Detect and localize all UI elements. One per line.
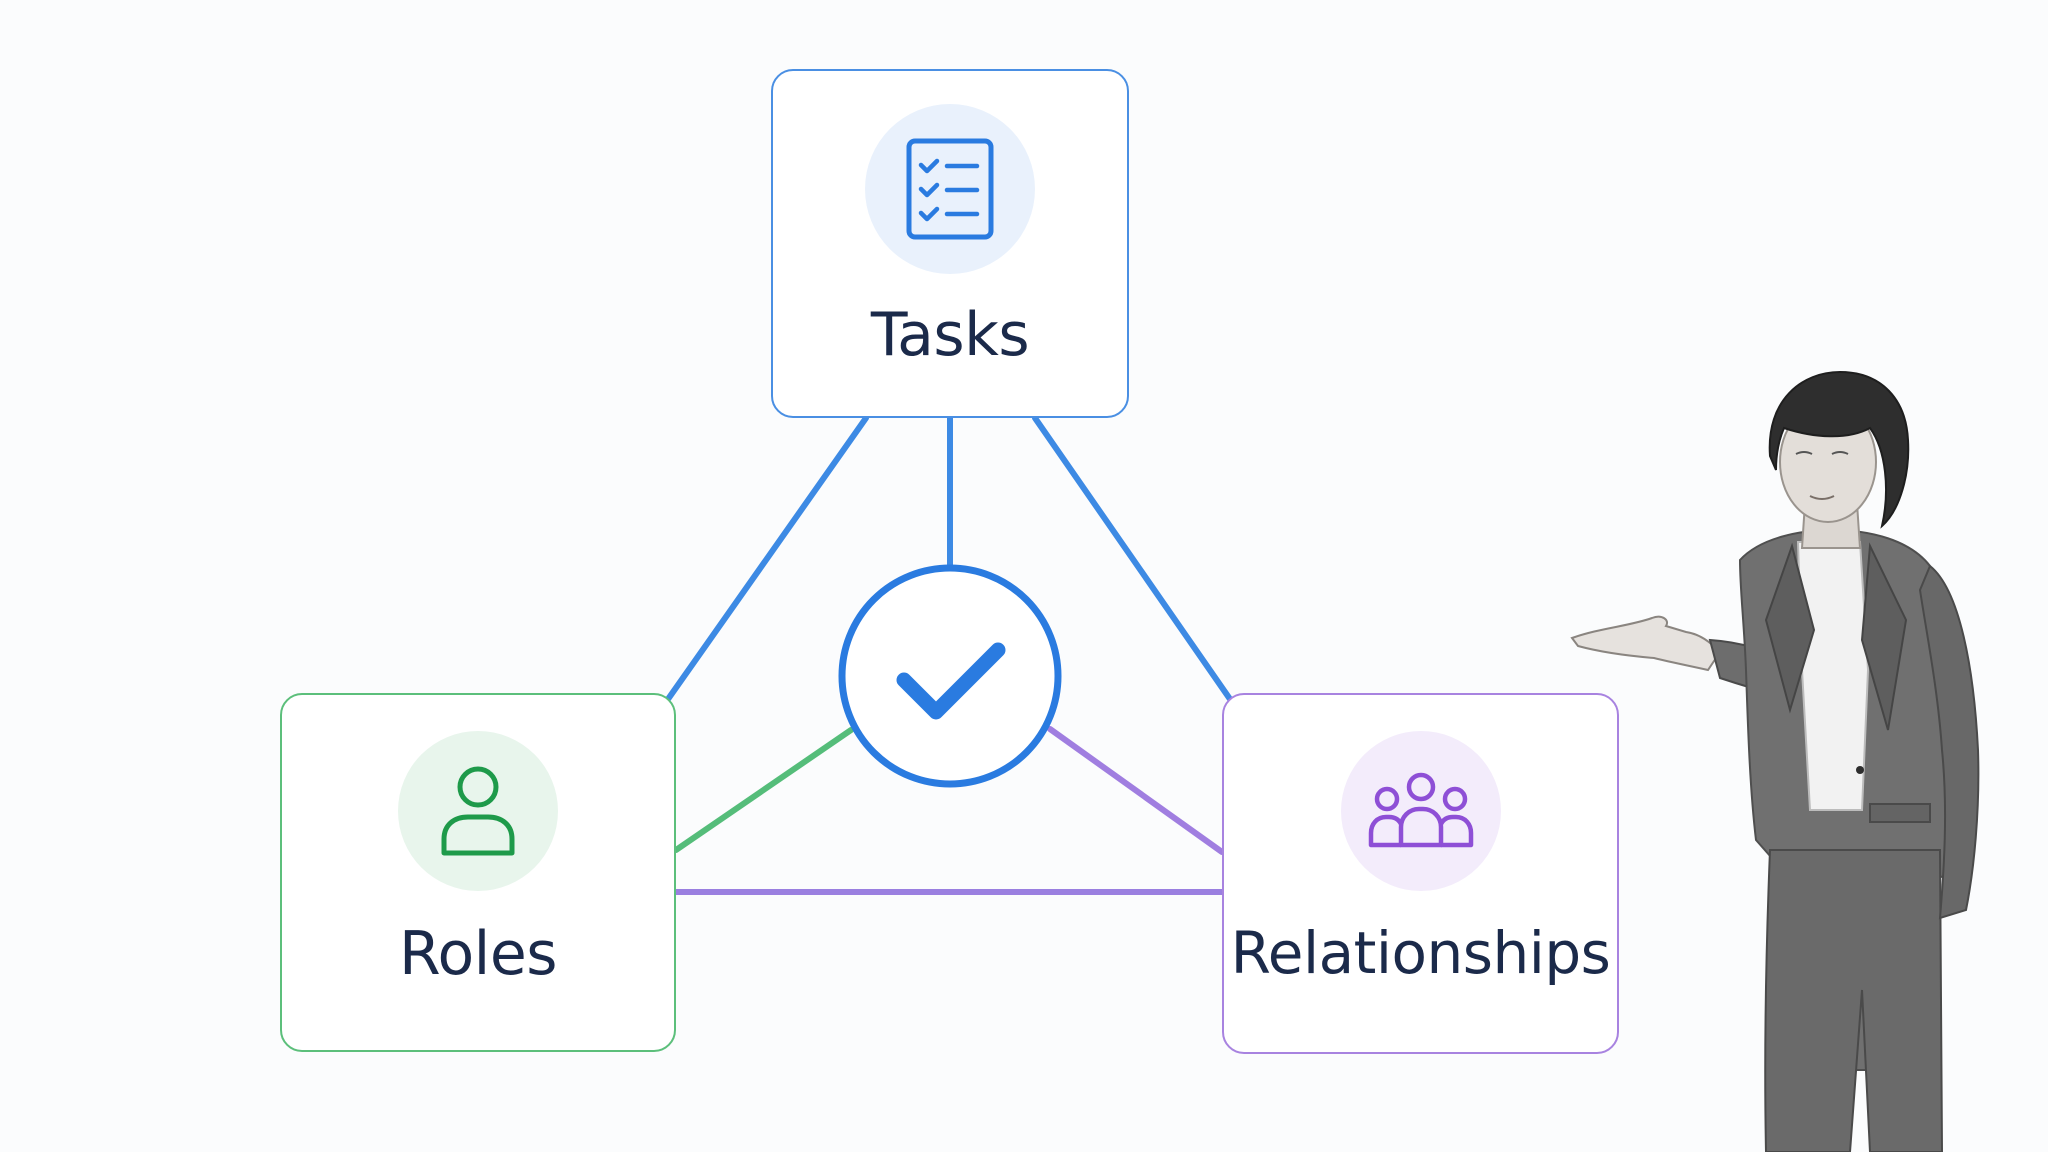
node-roles: Roles bbox=[280, 693, 676, 1052]
node-label-roles: Roles bbox=[398, 919, 558, 989]
node-label-relationships: Relationships bbox=[1230, 919, 1611, 987]
connector-relationships-center bbox=[1047, 726, 1225, 855]
tasks-icon-badge bbox=[865, 104, 1035, 274]
person-icon bbox=[441, 766, 515, 856]
group-icon bbox=[1368, 772, 1473, 848]
center-checkmark bbox=[838, 564, 1062, 788]
checklist-icon bbox=[906, 138, 994, 240]
relationships-icon-badge bbox=[1340, 731, 1501, 891]
roles-icon-badge bbox=[398, 731, 558, 891]
connector-tasks-roles bbox=[663, 415, 869, 705]
node-relationships: Relationships bbox=[1222, 693, 1619, 1054]
node-label-tasks: Tasks bbox=[870, 300, 1030, 370]
node-tasks: Tasks bbox=[771, 69, 1129, 418]
connector-roles-center bbox=[673, 727, 854, 853]
checkmark-icon bbox=[896, 642, 1006, 720]
presenter-figure bbox=[1570, 370, 1980, 1152]
connector-tasks-relationships bbox=[1032, 415, 1235, 705]
